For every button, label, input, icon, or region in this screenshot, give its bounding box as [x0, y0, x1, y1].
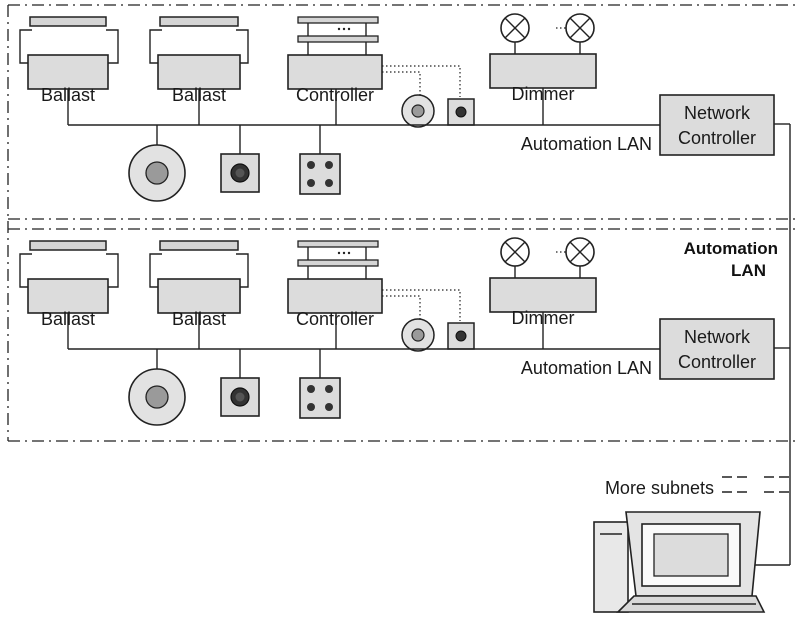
controller-label: Controller: [296, 309, 374, 329]
ballast-label: Ballast: [172, 309, 226, 329]
network-controller-label: Network: [684, 103, 751, 123]
ballast-label: Ballast: [41, 309, 95, 329]
backbone-lan-label: LAN: [731, 261, 766, 280]
dimmer-label: Dimmer: [512, 84, 575, 104]
network-controller-label: Controller: [678, 128, 756, 148]
backbone-lan: Automation LAN: [684, 123, 791, 565]
network-controller-label: Controller: [678, 352, 756, 372]
subnet-1: Ballast Ballast Controller Dimmer Networ…: [19, 13, 775, 202]
computer-workstation-icon: [593, 511, 790, 613]
subnet-2: Ballast Ballast Controller Dimmer Networ…: [19, 237, 775, 426]
more-subnets: More subnets: [605, 476, 790, 498]
ballast-label: Ballast: [172, 85, 226, 105]
more-subnets-label: More subnets: [605, 478, 714, 498]
subnet-boundaries: [7, 4, 796, 442]
automation-lan-label: Automation LAN: [521, 134, 652, 154]
dimmer-label: Dimmer: [512, 308, 575, 328]
automation-lan-label: Automation LAN: [521, 358, 652, 378]
ballast-label: Ballast: [41, 85, 95, 105]
backbone-lan-label: Automation: [684, 239, 778, 258]
controller-label: Controller: [296, 85, 374, 105]
network-controller-label: Network: [684, 327, 751, 347]
